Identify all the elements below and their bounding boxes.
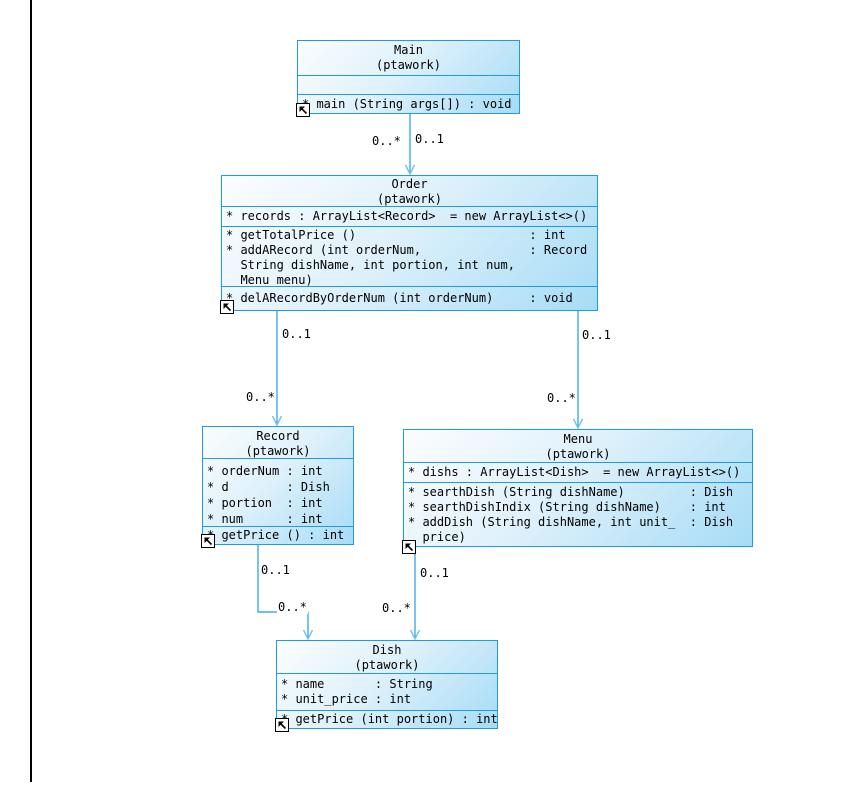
connector-order-menu[interactable]	[572, 311, 584, 430]
class-package: (ptawork)	[375, 58, 442, 72]
attribute-line: * dishs : ArrayList<Dish> = new ArrayLis…	[408, 465, 741, 479]
connector-record-dish[interactable]	[257, 545, 314, 641]
class-name: Order	[391, 177, 428, 191]
method-line: String dishName, int portion, int num,	[226, 258, 515, 272]
methods-compartment: * getPrice () : int	[203, 526, 353, 544]
method-line: * addDish (String dishName, int unit_ : …	[408, 515, 734, 529]
method-line: * addARecord (int orderNum, : Record	[226, 243, 588, 257]
attributes-compartment: * records : ArrayList<Record> = new Arra…	[222, 206, 597, 226]
multiplicity-label: 0..*	[546, 391, 577, 405]
method-line: Menu menu)	[226, 273, 313, 286]
methods-compartment: * searthDish (String dishName) : Dish * …	[404, 482, 752, 546]
class-header: Dish (ptawork)	[277, 641, 497, 673]
method-line: * delARecordByOrderNum (int orderNum) : …	[226, 291, 573, 305]
connector-main-order[interactable]	[404, 114, 416, 176]
class-package: (ptawork)	[376, 192, 443, 206]
multiplicity-label: 0..1	[581, 328, 612, 342]
class-header: Main (ptawork)	[298, 41, 519, 75]
methods-compartment: * getTotalPrice () : int * addARecord (i…	[222, 226, 597, 286]
attributes-compartment: * name : String * unit_price : int	[277, 673, 497, 710]
method-line: * getPrice () : int	[207, 528, 345, 542]
connector-order-record[interactable]	[271, 311, 283, 427]
attribute-line: * num : int	[207, 512, 323, 526]
methods-compartment: * delARecordByOrderNum (int orderNum) : …	[222, 286, 597, 310]
class-main[interactable]: Main (ptawork) * main (String args[]) : …	[296, 40, 520, 117]
class-record[interactable]: Record (ptawork) * orderNum : int * d : …	[201, 426, 354, 548]
method-line: * getTotalPrice () : int	[226, 228, 566, 242]
multiplicity-label: 0..1	[419, 566, 450, 580]
attribute-line: * orderNum : int	[207, 464, 323, 478]
multiplicity-label: 0..*	[277, 600, 308, 614]
class-name: Main	[394, 43, 423, 57]
class-package: (ptawork)	[245, 444, 311, 458]
methods-compartment: * main (String args[]) : void	[298, 94, 519, 113]
attribute-line: * name : String	[281, 677, 433, 691]
class-header: Menu (ptawork)	[404, 430, 752, 462]
jump-to-source-icon[interactable]	[220, 300, 234, 314]
method-line: * getPrice (int portion) : int	[281, 712, 497, 726]
attribute-line: * unit_price : int	[281, 692, 412, 706]
jump-to-source-icon[interactable]	[201, 534, 215, 548]
attributes-compartment: * dishs : ArrayList<Dish> = new ArrayLis…	[404, 462, 752, 482]
multiplicity-label: 0..*	[381, 601, 412, 615]
jump-to-source-icon[interactable]	[275, 718, 289, 732]
attribute-line: * d : Dish	[207, 480, 330, 494]
class-name: Record	[256, 429, 300, 443]
attribute-line: * records : ArrayList<Record> = new Arra…	[226, 209, 588, 223]
class-name: Menu	[563, 432, 593, 446]
multiplicity-label: 0..1	[260, 563, 291, 577]
connector-menu-dish[interactable]	[409, 547, 421, 641]
methods-compartment: * getPrice (int portion) : int	[277, 710, 497, 728]
attributes-compartment	[298, 75, 519, 94]
class-dish[interactable]: Dish (ptawork) * name : String * unit_pr…	[275, 640, 498, 732]
method-line: * searthDishIndix (String dishName) : in…	[408, 500, 726, 514]
method-line: * searthDish (String dishName) : Dish	[408, 485, 734, 499]
multiplicity-label: 0..1	[414, 132, 445, 146]
class-package: (ptawork)	[354, 658, 420, 672]
attribute-line: * portion : int	[207, 496, 323, 510]
multiplicity-label: 0..1	[281, 327, 312, 341]
class-order[interactable]: Order (ptawork) * records : ArrayList<Re…	[220, 175, 598, 314]
method-line: * main (String args[]) : void	[302, 97, 512, 111]
jump-to-source-icon[interactable]	[296, 103, 310, 117]
class-name: Dish	[372, 643, 402, 657]
multiplicity-label: 0..*	[371, 134, 402, 148]
method-line: price)	[408, 530, 466, 544]
multiplicity-label: 0..*	[245, 390, 276, 404]
class-header: Order (ptawork)	[222, 176, 597, 206]
class-package: (ptawork)	[545, 447, 611, 461]
page-frame-line	[30, 0, 32, 782]
class-menu[interactable]: Menu (ptawork) * dishs : ArrayList<Dish>…	[402, 429, 753, 554]
jump-to-source-icon[interactable]	[402, 540, 416, 554]
attributes-compartment: * orderNum : int * d : Dish * portion : …	[203, 458, 353, 526]
class-header: Record (ptawork)	[203, 427, 353, 458]
